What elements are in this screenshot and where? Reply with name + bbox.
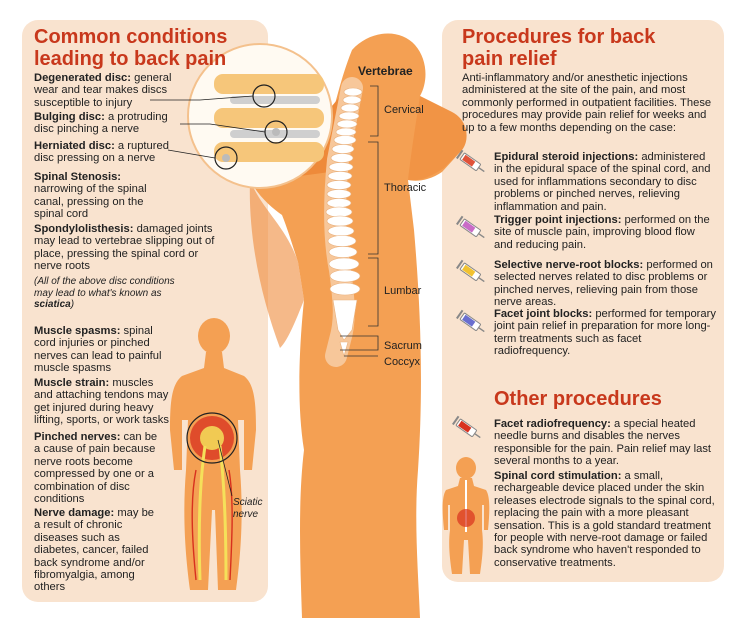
syringe-icon xyxy=(456,149,485,173)
syringe-icon xyxy=(456,215,485,239)
syringe-icon xyxy=(452,415,481,439)
spine-illustration xyxy=(324,77,363,367)
condition-item: Degenerated disc: general wear and tear … xyxy=(34,72,172,109)
condition-item: Muscle spasms: spinal cord injuries or p… xyxy=(34,325,162,375)
condition-item: Spinal Stenosis: narrowing of the spinal… xyxy=(34,171,147,221)
thoracic-label: Thoracic xyxy=(384,182,427,194)
sacrum-label: Sacrum xyxy=(384,340,422,352)
other-procedures-title: Other procedures xyxy=(494,388,662,410)
woman-figure xyxy=(170,318,256,590)
procedures-intro: Anti-inflammatory and/or anesthetic inje… xyxy=(462,72,712,134)
stimulator-figure xyxy=(442,457,490,574)
disc-magnifier xyxy=(150,43,333,189)
vertebrae-title: Vertebrae xyxy=(358,64,413,78)
procedure-item: Epidural steroid injections: administere… xyxy=(494,151,711,213)
procedure-item: Selective nerve-root blocks: performed o… xyxy=(494,259,713,309)
condition-item: Nerve damage: may be a result of chronic… xyxy=(34,507,155,594)
sciatica-note: (All of the above disc conditions may le… xyxy=(34,276,175,310)
condition-item: Muscle strain: muscles and attaching ten… xyxy=(34,377,169,427)
syringe-icon xyxy=(456,309,485,333)
condition-item: Spondylolisthesis: damaged joints may le… xyxy=(34,223,215,273)
condition-item: Herniated disc: a ruptured disc pressing… xyxy=(34,140,169,165)
other-procedure-item: Facet radiofrequency: a special heated n… xyxy=(494,418,712,468)
other-procedure-item: Spinal cord stimulation: a small, rechar… xyxy=(494,470,715,569)
cervical-label: Cervical xyxy=(384,104,424,116)
syringe-icon xyxy=(456,259,485,283)
condition-item: Bulging disc: a protruding disc pinching… xyxy=(34,111,168,136)
spine-brackets xyxy=(340,85,379,357)
condition-item: Pinched nerves: can be a cause of pain b… xyxy=(34,431,158,506)
coccyx-label: Coccyx xyxy=(384,356,421,368)
procedure-item: Trigger point injections: performed on t… xyxy=(494,214,710,251)
procedures-panel xyxy=(442,20,724,582)
lumbar-label: Lumbar xyxy=(384,285,422,297)
procedure-item: Facet joint blocks: performed for tempor… xyxy=(494,308,716,358)
